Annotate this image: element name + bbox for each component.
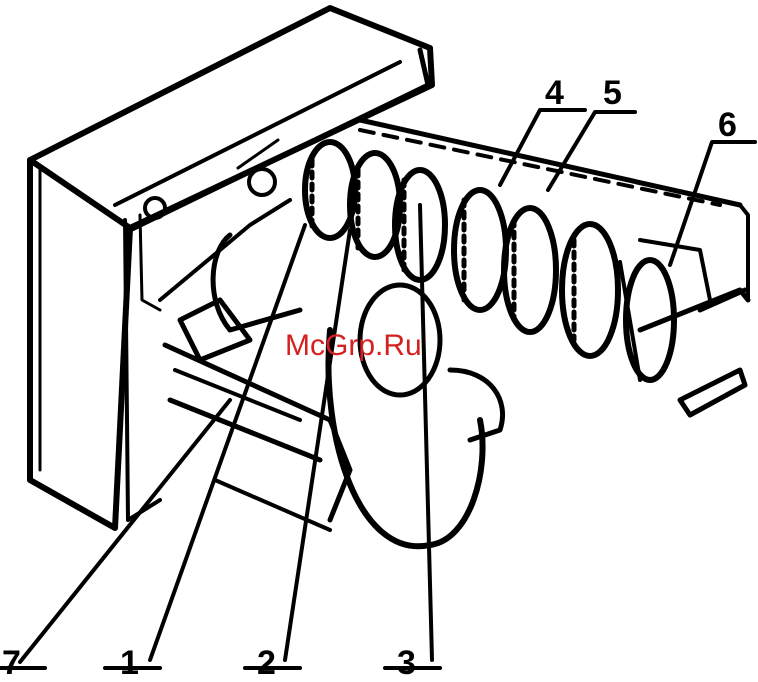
callout-2: 2 bbox=[257, 644, 276, 682]
watermark: McGrp.Ru bbox=[285, 329, 422, 362]
callout-3: 3 bbox=[397, 644, 416, 682]
callout-6: 6 bbox=[718, 106, 737, 144]
housing bbox=[30, 8, 432, 528]
callout-5: 5 bbox=[603, 74, 622, 112]
leader-lines bbox=[0, 110, 755, 668]
callout-7: 7 bbox=[2, 644, 21, 682]
callout-4: 4 bbox=[545, 74, 564, 112]
callout-1: 1 bbox=[120, 644, 139, 682]
inner-mechanism bbox=[165, 235, 503, 546]
